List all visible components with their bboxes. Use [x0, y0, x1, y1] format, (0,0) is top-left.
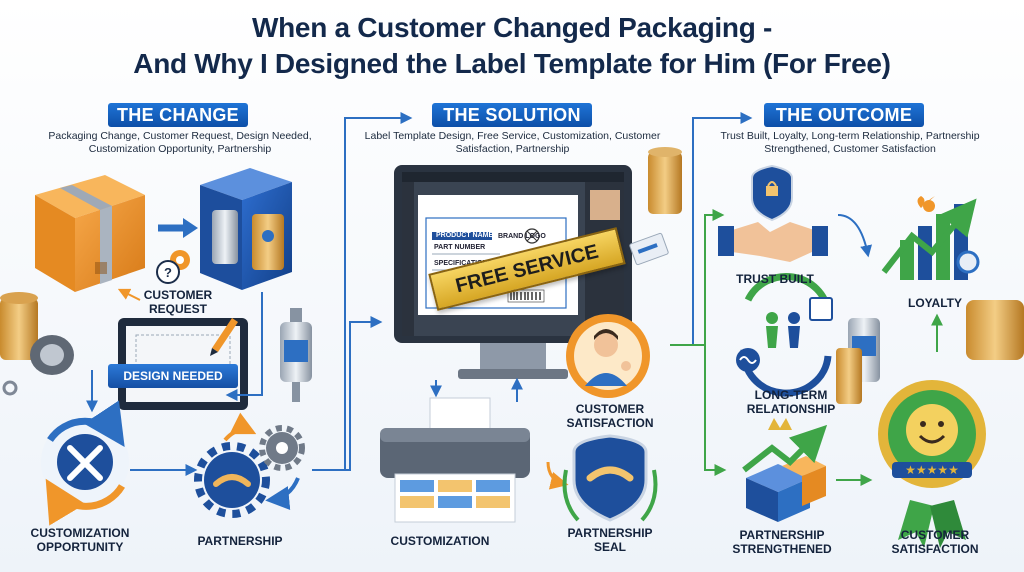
- outcome-customer-satisfaction-label: CUSTOMER SATISFACTION: [891, 528, 979, 556]
- svg-text:★★★★★: ★★★★★: [905, 463, 959, 477]
- svg-text:?: ?: [164, 265, 172, 280]
- question-icon: ?: [156, 260, 180, 284]
- customer-avatar-icon: [566, 314, 650, 398]
- flow-arrow: [318, 316, 383, 471]
- solution-keywords: Label Template Design, Free Service, Cus…: [364, 130, 661, 155]
- label-part-number: PART NUMBER: [434, 244, 486, 251]
- customer-satisfaction-label: CUSTOMER SATISFACTION: [566, 402, 654, 430]
- trust-handshake-icon: [718, 164, 828, 262]
- outcome-heading: THE OUTCOME: [764, 103, 924, 127]
- customization-label: CUSTOMIZATION: [390, 534, 490, 548]
- label-specifications: SPECIFICATIONS: [434, 260, 493, 267]
- long-term-relationship-icon: [736, 273, 833, 397]
- long-term-relationship-label: LONG-TERM RELATIONSHIP: [746, 388, 836, 416]
- change-keywords: Packaging Change, Customer Request, Desi…: [48, 130, 312, 155]
- partnership-seal-label: PARTNERSHIP SEAL: [567, 526, 653, 554]
- fuel-filter-icon: [280, 308, 312, 402]
- right-filters-icon: [836, 300, 1024, 404]
- satisfaction-award-icon: ★★★★★: [878, 380, 986, 548]
- partnership-strengthened-label: PARTNERSHIP STRENGTHENED: [732, 528, 832, 556]
- partnership-label: PARTNERSHIP: [197, 534, 283, 548]
- design-needed-tag: DESIGN NEEDED: [108, 364, 238, 388]
- cardboard-box-icon: [35, 175, 145, 292]
- label-brand-logo: BRAND LOGO: [498, 233, 546, 240]
- change-heading: THE CHANGE: [108, 103, 248, 127]
- title-line-1: When a Customer Changed Packaging -: [251, 12, 773, 43]
- partnership-seal-icon: [562, 434, 658, 522]
- blue-package-icon: [200, 168, 292, 290]
- printer-icon: [380, 397, 530, 523]
- oil-filter-icon: [0, 292, 74, 396]
- outcome-keywords: Trust Built, Loyalty, Long-term Relation…: [720, 130, 980, 155]
- customer-request-label: CUSTOMER REQUEST: [143, 288, 213, 316]
- trust-built-label: TRUST BUILT: [736, 272, 814, 286]
- loyalty-label: LOYALTY: [907, 296, 962, 310]
- customization-opportunity-label: CUSTOMIZATION OPPORTUNITY: [30, 526, 130, 554]
- title-line-2: And Why I Designed the Label Template fo…: [133, 48, 891, 79]
- filter-and-card-icon: [629, 147, 682, 266]
- partnership-strengthened-icon: [742, 418, 828, 522]
- loyalty-chart-icon: [881, 196, 980, 280]
- label-product-name: PRODUCT NAME: [436, 232, 494, 239]
- customization-tools-icon: [41, 400, 129, 526]
- solution-heading: THE SOLUTION: [432, 103, 592, 127]
- partnership-gears-icon: [194, 412, 305, 518]
